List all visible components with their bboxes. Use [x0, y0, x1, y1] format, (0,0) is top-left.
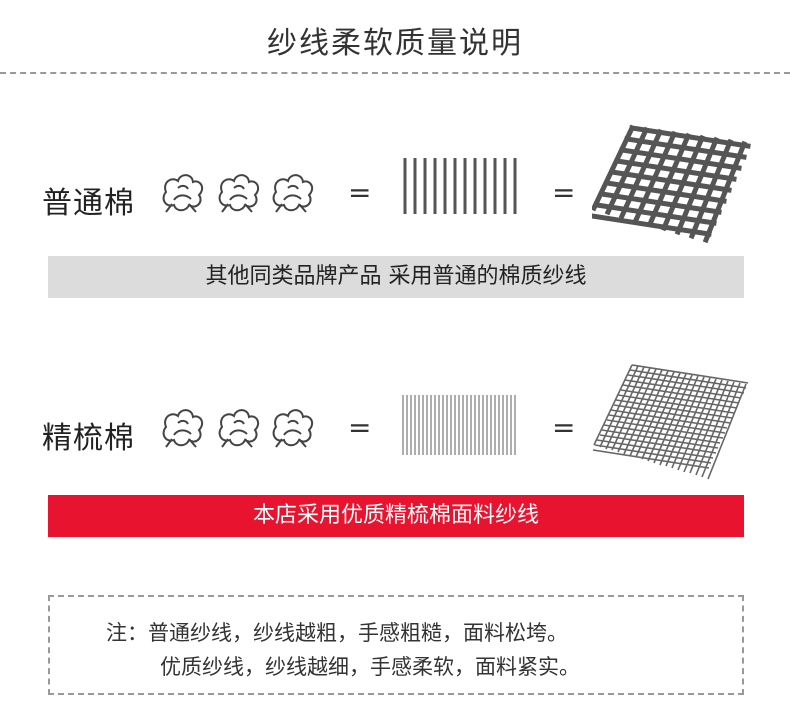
note-box: 注：普通纱线，纱线越粗，手感粗糙，面料松垮。 优质纱线，纱线越细，手感柔软，面料… — [48, 595, 744, 695]
fine-yarn-lines — [402, 395, 516, 455]
cotton-icon — [162, 409, 204, 448]
regular-cotton-banner: 其他同类品牌产品 采用普通的棉质纱线 — [48, 256, 744, 298]
cotton-icon — [218, 174, 260, 213]
equals-sign: = — [348, 176, 372, 209]
equals-sign: = — [348, 411, 372, 444]
equals-sign: = — [552, 411, 576, 444]
title-divider — [0, 72, 790, 74]
cotton-icon — [162, 174, 204, 213]
thick-yarn-lines — [403, 158, 517, 214]
note-line-1: 注：普通纱线，纱线越粗，手感粗糙，面料松垮。 — [106, 621, 568, 645]
combed-cotton-label: 精梳棉 — [42, 421, 135, 456]
fine-weave-icon — [592, 364, 749, 480]
regular-cotton-label: 普通棉 — [42, 186, 135, 221]
cotton-icon — [272, 174, 314, 213]
cotton-icon — [272, 409, 314, 448]
note-line-2: 优质纱线，纱线越细，手感柔软，面料紧实。 — [160, 655, 580, 679]
equals-sign: = — [552, 176, 576, 209]
combed-cotton-banner: 本店采用优质精梳棉面料纱线 — [48, 495, 744, 537]
page-title: 纱线柔软质量说明 — [267, 26, 523, 61]
regular-cotton-row: 普通棉 = — [0, 124, 790, 270]
cotton-icon — [218, 409, 260, 448]
combed-cotton-row: 精梳棉 = — [0, 364, 790, 505]
coarse-weave-icon — [592, 124, 751, 244]
